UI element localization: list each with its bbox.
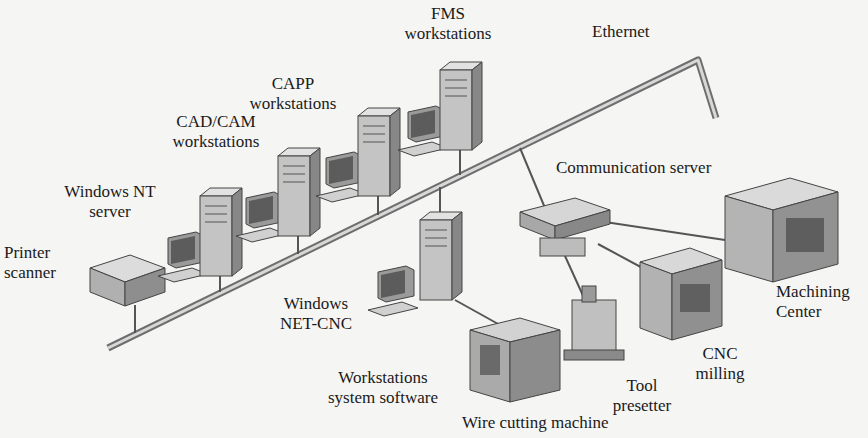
network-label: Ethernet [592,22,650,42]
machine-label: Machining Center [776,282,864,323]
printer-label: Printer scanner [4,243,72,284]
server-label: Windows NT server [58,182,162,223]
net-cnc-label: Windows NET-CNC [266,294,366,335]
cad-cam-label: CAD/CAM workstations [160,112,272,153]
capp-label: CAPP workstations [243,74,343,115]
fms-label: FMS workstations [398,4,498,45]
comm-server-label: Communication server [556,158,711,178]
presetter-label: Tool presetter [602,376,682,417]
machine-label: Wire cutting machine [462,413,609,433]
machine-label: CNC milling [684,344,756,385]
software-label: Workstations system software [328,368,438,409]
